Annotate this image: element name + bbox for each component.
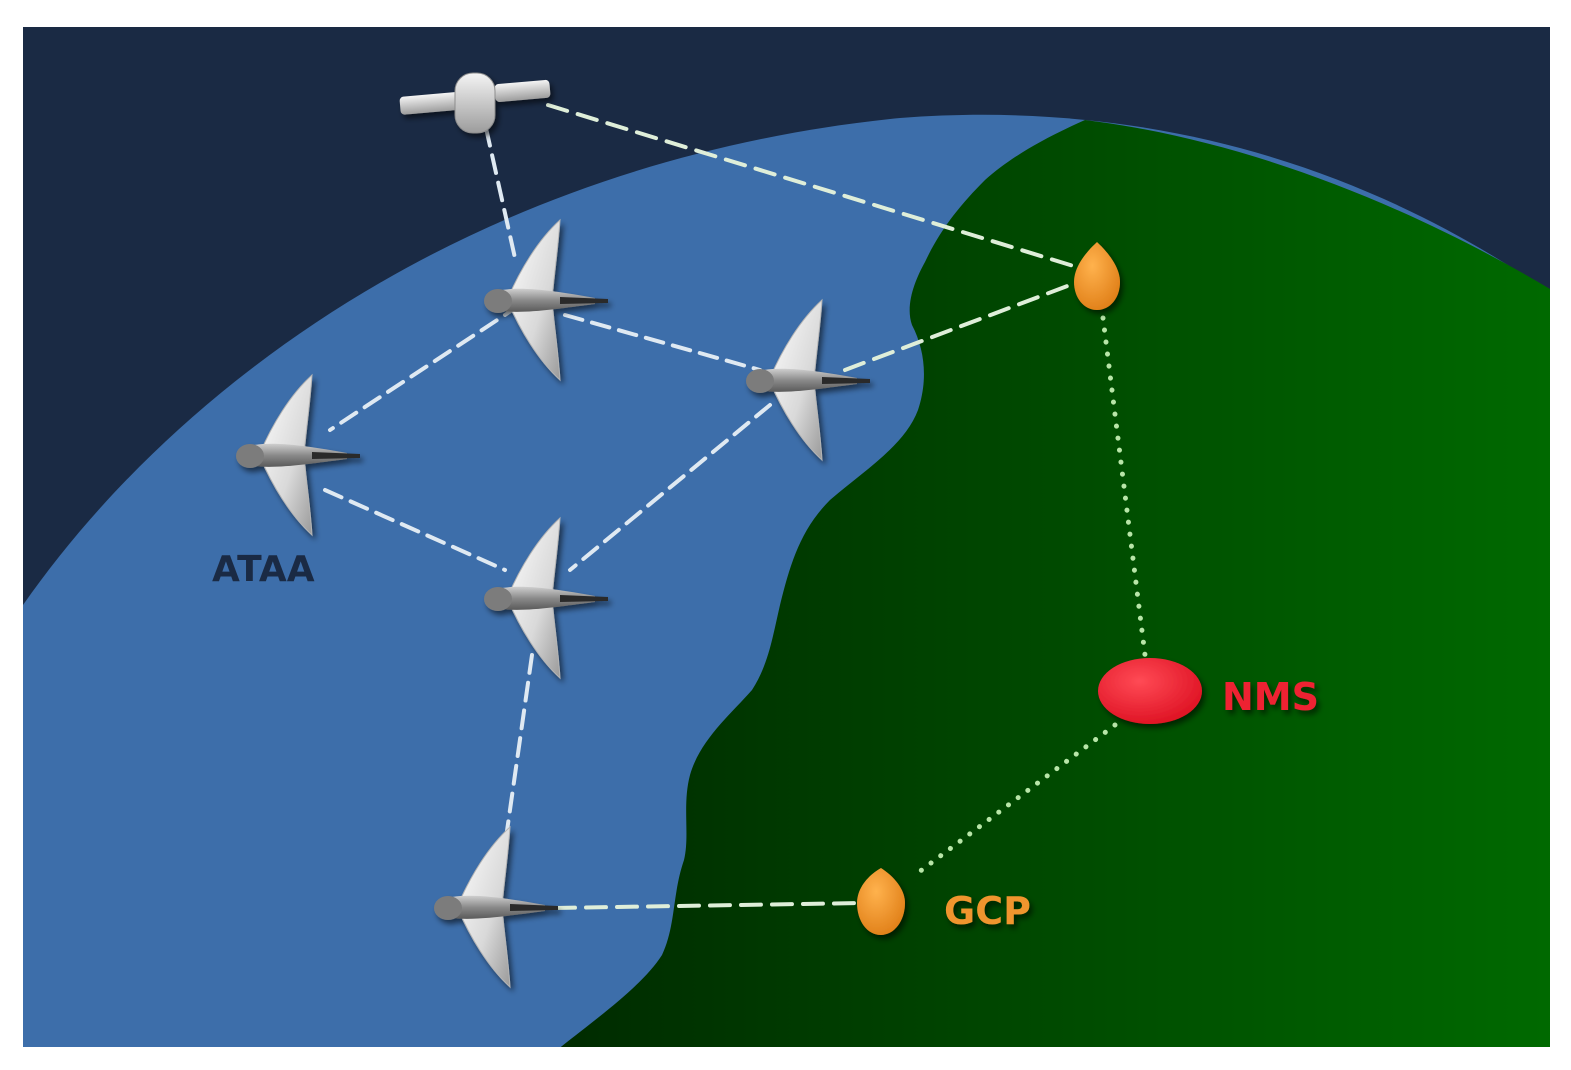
- ground-link-lines: [546, 103, 1082, 910]
- link-aircraft-top-left: [328, 303, 522, 432]
- link-aircraft-right-ground-station: [843, 283, 1072, 372]
- link-aircraft-bottom-gcp: [553, 901, 864, 910]
- gcp-marker-icon: [857, 868, 905, 935]
- nms-node-icon: [1098, 658, 1202, 724]
- gcp-label: GCP: [944, 889, 1031, 933]
- nms-link-lines: [912, 315, 1148, 878]
- link-aircraft-right-center: [568, 403, 772, 572]
- land-area: [560, 120, 1550, 1047]
- satellite-icon: [399, 72, 551, 134]
- link-aircraft-center-bottom: [503, 653, 534, 847]
- ataa-label: ATAA: [212, 549, 315, 590]
- nms-label: NMS: [1222, 675, 1319, 719]
- link-satellite-ground-station: [546, 103, 1082, 270]
- aircraft-link-lines: [323, 126, 772, 847]
- link-aircraft-top-right: [563, 313, 762, 372]
- link-satellite-aircraft-top: [484, 126, 517, 260]
- ground-station-marker-icon: [1074, 242, 1120, 310]
- link-aircraft-left-center: [323, 488, 507, 572]
- link-ground-station-nms: [1100, 315, 1148, 658]
